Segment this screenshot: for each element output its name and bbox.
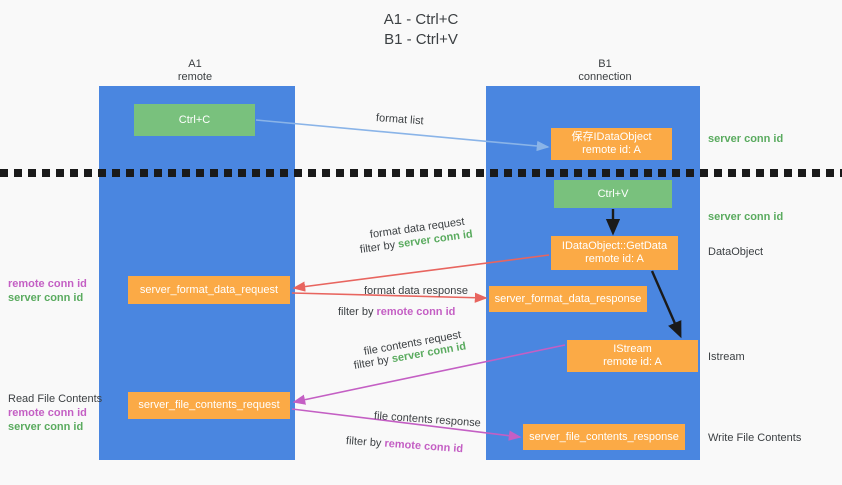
node-ctrl-c[interactable]: Ctrl+C [134, 104, 255, 136]
filter-value-remote-conn-id: remote conn id [376, 306, 456, 318]
right-label-server-conn-id-second: server conn id [708, 211, 784, 223]
node-server-file-contents-request[interactable]: server_file_contents_request [128, 392, 290, 419]
edge-label-format-data-response-filter: filter by remote conn id [338, 305, 455, 319]
node-copy-idataobject[interactable]: 保存IDataObject remote id: A [551, 128, 672, 160]
right-label-istream: Istream [708, 351, 745, 363]
edge-label-format-data-response: format data response [364, 285, 468, 297]
node-server-format-data-request[interactable]: server_format_data_request [128, 276, 290, 304]
left-label-read-file-contents: Read File Contents [8, 393, 103, 405]
edge-label-file-contents-response: file contents response [373, 410, 482, 430]
right-label-write-file-contents: Write File Contents [708, 432, 802, 444]
left-label-group-file-contents: Read File Contents remote conn id server… [8, 392, 102, 434]
right-label-server-conn-id-top: server conn id [708, 133, 784, 145]
left-label-remote-conn-id: remote conn id [8, 278, 87, 290]
left-label-group-format: remote conn id server conn id [8, 277, 87, 305]
left-label-server-conn-id: server conn id [8, 421, 84, 433]
node-istream[interactable]: IStream remote id: A [567, 340, 698, 372]
filter-prefix: filter by [359, 238, 399, 256]
node-server-format-data-response[interactable]: server_format_data_response [489, 286, 647, 312]
column-header-a1: A1 remote [177, 58, 213, 83]
filter-prefix: filter by [345, 435, 385, 450]
node-server-file-contents-response[interactable]: server_file_contents_response [523, 424, 685, 450]
filter-prefix: filter by [352, 353, 393, 372]
filter-prefix: filter by [338, 306, 377, 318]
left-label-server-conn-id: server conn id [8, 292, 84, 304]
page-title: A1 - Ctrl+C B1 - Ctrl+V [383, 11, 459, 48]
node-ctrl-v[interactable]: Ctrl+V [554, 180, 672, 208]
filter-value-remote-conn-id: remote conn id [384, 437, 464, 456]
right-label-dataobject: DataObject [708, 246, 764, 258]
edge-label-file-contents-response-filter: filter by remote conn id [346, 434, 464, 456]
edge-label-format-list: format list [375, 112, 424, 128]
phase-divider-dashed-line [0, 169, 842, 177]
column-header-b1: B1 connection [578, 58, 632, 83]
left-label-remote-conn-id: remote conn id [8, 407, 87, 419]
node-idataobject-getdata[interactable]: IDataObject::GetData remote id: A [551, 236, 678, 270]
